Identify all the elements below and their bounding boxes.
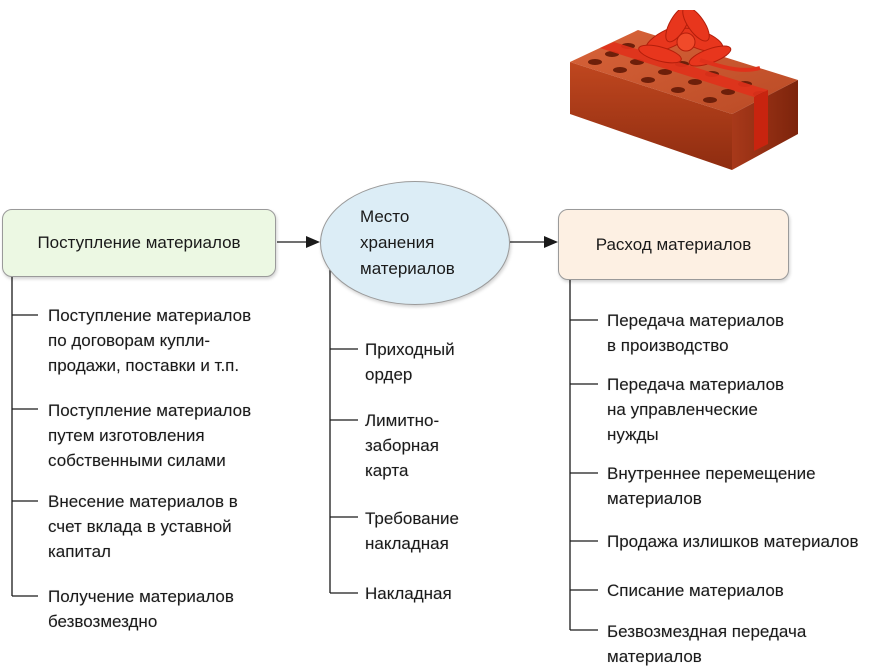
expense-item: Списание материалов [607, 581, 784, 600]
income-box: Поступление материалов [2, 209, 276, 277]
expense-title: Расход материалов [595, 234, 752, 254]
expense-item: Передача материалов в производство [607, 311, 785, 355]
expense-item: Внутреннее перемещение материалов [607, 464, 816, 508]
storage-item: Требование накладная [365, 509, 459, 553]
storage-oval: Место хранения материалов [320, 181, 510, 305]
income-title: Поступление материалов [37, 233, 241, 252]
storage-title: Место хранения материалов [360, 207, 455, 278]
expense-item: Продажа излишков материалов [607, 532, 859, 551]
income-item: Поступление материалов путем изготовлени… [48, 401, 252, 470]
income-item: Внесение материалов в счет вклада в уста… [48, 492, 238, 561]
storage-item: Приходный ордер [365, 340, 455, 384]
income-item: Поступление материалов по договорам купл… [48, 306, 252, 375]
expense-item: Безвозмездная передача материалов [607, 622, 807, 666]
expense-item: Передача материалов на управленческие ну… [607, 375, 785, 444]
income-item: Получение материалов безвозмездно [48, 587, 234, 631]
storage-item: Накладная [365, 584, 452, 603]
expense-box: Расход материалов [558, 209, 789, 280]
gift-brick-icon [570, 10, 798, 170]
storage-item: Лимитно- заборная карта [365, 411, 440, 480]
